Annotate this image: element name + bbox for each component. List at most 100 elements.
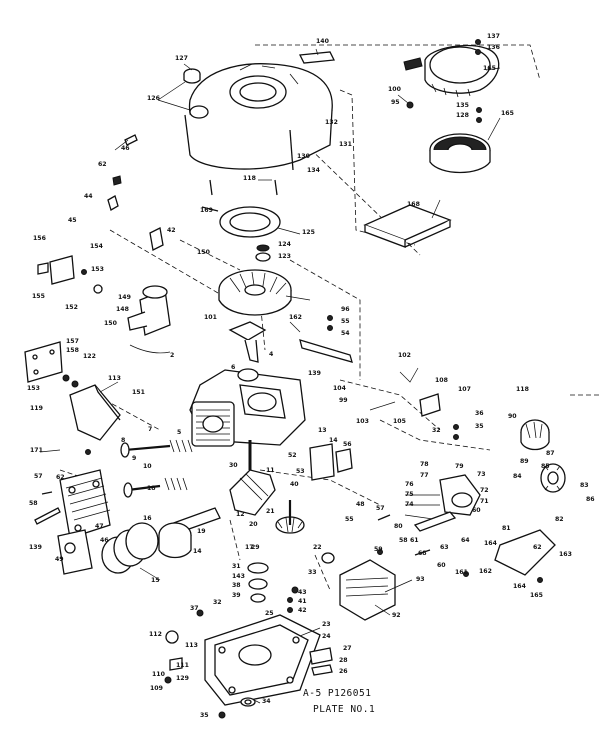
- part-callout-96: 96: [341, 306, 350, 313]
- part-callout-171: 171: [30, 447, 43, 454]
- oil-seal-part: [165, 630, 179, 644]
- part-callout-105: 105: [393, 418, 406, 425]
- part-callout-129: 129: [176, 675, 189, 682]
- part-callout-47: 47: [95, 523, 104, 530]
- clutch-drum-part: [520, 419, 550, 451]
- part-callout-63: 63: [440, 544, 449, 551]
- part-callout-156: 156: [33, 235, 46, 242]
- part-callout-61: 61: [410, 537, 419, 544]
- part-callout-93: 93: [416, 576, 425, 583]
- piston-rings-part: [101, 522, 159, 574]
- plate-identifier: A-5 P126051 PLATE NO.1: [303, 688, 375, 715]
- part-callout-169: 169: [200, 207, 213, 214]
- part-callout-84: 84: [513, 473, 522, 480]
- part-callout-39: 39: [232, 592, 241, 599]
- throttle-bracket-part: [37, 255, 75, 285]
- part-callout-32: 32: [432, 427, 441, 434]
- part-callout-83: 83: [580, 482, 589, 489]
- part-callout-118: 118: [243, 175, 256, 182]
- part-callout-107: 107: [458, 386, 471, 393]
- part-callout-29: 29: [251, 544, 260, 551]
- part-callout-21: 21: [266, 508, 275, 515]
- part-callout-85: 85: [541, 463, 550, 470]
- part-callout-108: 108: [435, 377, 448, 384]
- part-callout-36: 36: [475, 410, 484, 417]
- part-callout-110: 110: [152, 671, 166, 678]
- part-callout-40: 40: [290, 481, 299, 488]
- part-callout-42: 42: [167, 227, 176, 234]
- part-callout-64: 64: [461, 537, 470, 544]
- screen-ring-part: [429, 133, 491, 174]
- part-callout-25: 25: [265, 610, 274, 617]
- piston-connecting-rod-part: [158, 507, 221, 559]
- part-callout-57: 57: [376, 505, 385, 512]
- linkage-rod-part: [369, 367, 441, 417]
- part-callout-168: 168: [407, 201, 420, 208]
- carburetor-part: [127, 285, 171, 354]
- part-callout-71: 71: [480, 498, 489, 505]
- part-callout-163: 163: [559, 551, 572, 558]
- part-callout-119: 119: [30, 405, 43, 412]
- part-callout-44: 44: [84, 193, 93, 200]
- part-callout-137: 137: [487, 33, 500, 40]
- part-callout-103: 103: [356, 418, 369, 425]
- part-callout-157: 157: [66, 338, 79, 345]
- part-callout-35: 35: [475, 423, 484, 430]
- part-callout-45: 45: [68, 217, 77, 224]
- part-callout-143: 143: [232, 573, 245, 580]
- part-callout-14: 14: [329, 437, 338, 444]
- callout-leader-lines: [39, 48, 501, 704]
- part-callout-5: 5: [177, 429, 181, 436]
- part-callout-62: 62: [56, 474, 65, 481]
- part-callout-46: 46: [121, 145, 130, 152]
- part-callout-125: 125: [302, 229, 315, 236]
- part-callout-62: 62: [98, 161, 107, 168]
- part-callout-68: 68: [418, 550, 427, 557]
- part-callout-132: 132: [325, 119, 338, 126]
- part-callout-126: 126: [147, 95, 160, 102]
- muffler-part: [339, 559, 396, 621]
- armature-part: [228, 321, 267, 363]
- baffle-ring-part: [219, 206, 281, 238]
- part-callout-74: 74: [405, 501, 414, 508]
- part-callout-6: 6: [231, 364, 235, 371]
- sump-washer-part: [240, 697, 256, 707]
- part-callout-153: 153: [91, 266, 104, 273]
- part-callout-149: 149: [118, 294, 131, 301]
- part-callout-92: 92: [392, 612, 401, 619]
- part-callout-46: 46: [100, 537, 109, 544]
- part-callout-62: 62: [533, 544, 542, 551]
- part-callout-122: 122: [83, 353, 96, 360]
- breather-tube-part: [299, 339, 353, 363]
- valve-spring-assembly: [120, 439, 193, 498]
- plate-number-text: PLATE NO.1: [313, 704, 375, 715]
- part-callout-135: 135: [456, 102, 469, 109]
- part-callout-158: 158: [66, 347, 79, 354]
- part-callout-90: 90: [508, 413, 517, 420]
- part-callout-12: 12: [236, 511, 245, 518]
- part-callout-18: 18: [147, 485, 156, 492]
- part-callout-54: 54: [341, 330, 350, 337]
- part-callout-9: 9: [132, 455, 136, 462]
- part-callout-155: 155: [32, 293, 45, 300]
- part-callout-13: 13: [318, 427, 327, 434]
- part-callout-162: 162: [289, 314, 302, 321]
- part-callout-95: 95: [391, 99, 400, 106]
- engine-sump-part: [204, 614, 321, 706]
- part-callout-37: 37: [190, 605, 199, 612]
- part-callout-55: 55: [341, 318, 350, 325]
- part-callout-151: 151: [132, 389, 145, 396]
- part-callout-77: 77: [420, 472, 429, 479]
- part-callout-27: 27: [343, 645, 352, 652]
- part-callout-28: 28: [339, 657, 348, 664]
- part-callout-79: 79: [455, 463, 464, 470]
- governor-assembly-part: [247, 562, 269, 603]
- part-callout-59: 59: [374, 546, 383, 553]
- part-callout-58: 58: [29, 500, 38, 507]
- part-callout-101: 101: [204, 314, 217, 321]
- fuel-tank-bracket-part: [24, 341, 63, 383]
- part-callout-7: 7: [148, 426, 152, 433]
- name-plate-part: [298, 51, 336, 64]
- part-callout-87: 87: [546, 450, 555, 457]
